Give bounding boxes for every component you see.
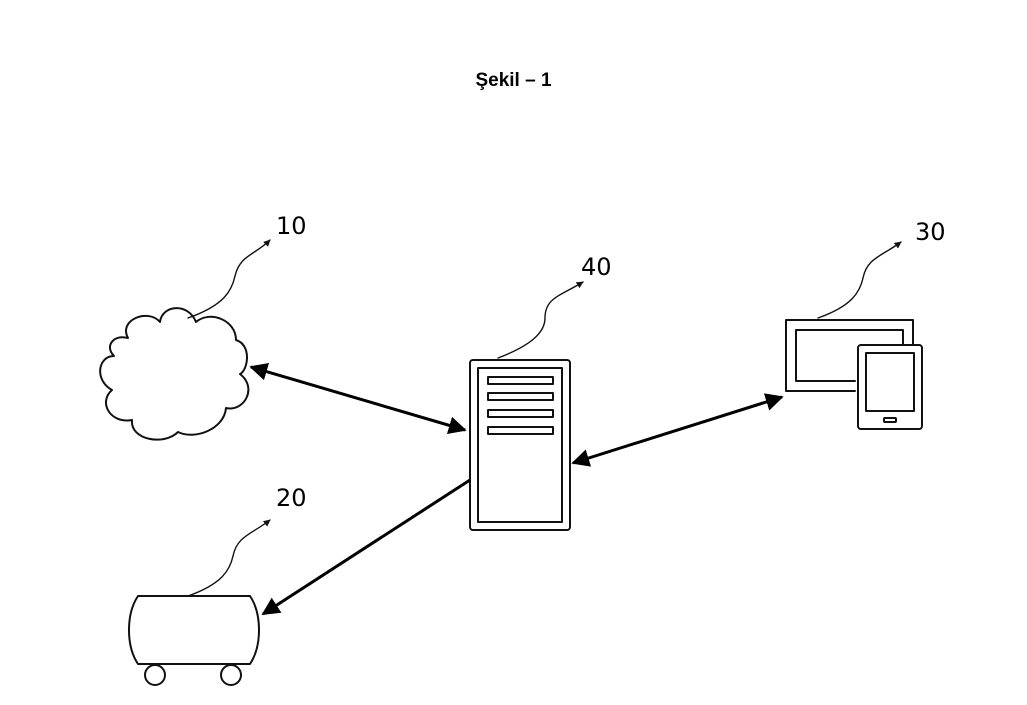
cart-icon (129, 596, 259, 685)
connections (251, 367, 782, 614)
server-tower-icon (470, 360, 570, 530)
monitor-tablet-icon (786, 320, 922, 429)
ref-label-40: 40 (581, 253, 612, 281)
ref-label-20: 20 (276, 484, 307, 512)
ref-label-30: 30 (915, 218, 946, 246)
cloud-icon (100, 308, 248, 440)
edge-cloud-server (251, 367, 465, 430)
edge-server-devices (573, 397, 782, 463)
ref-label-10: 10 (276, 212, 307, 240)
